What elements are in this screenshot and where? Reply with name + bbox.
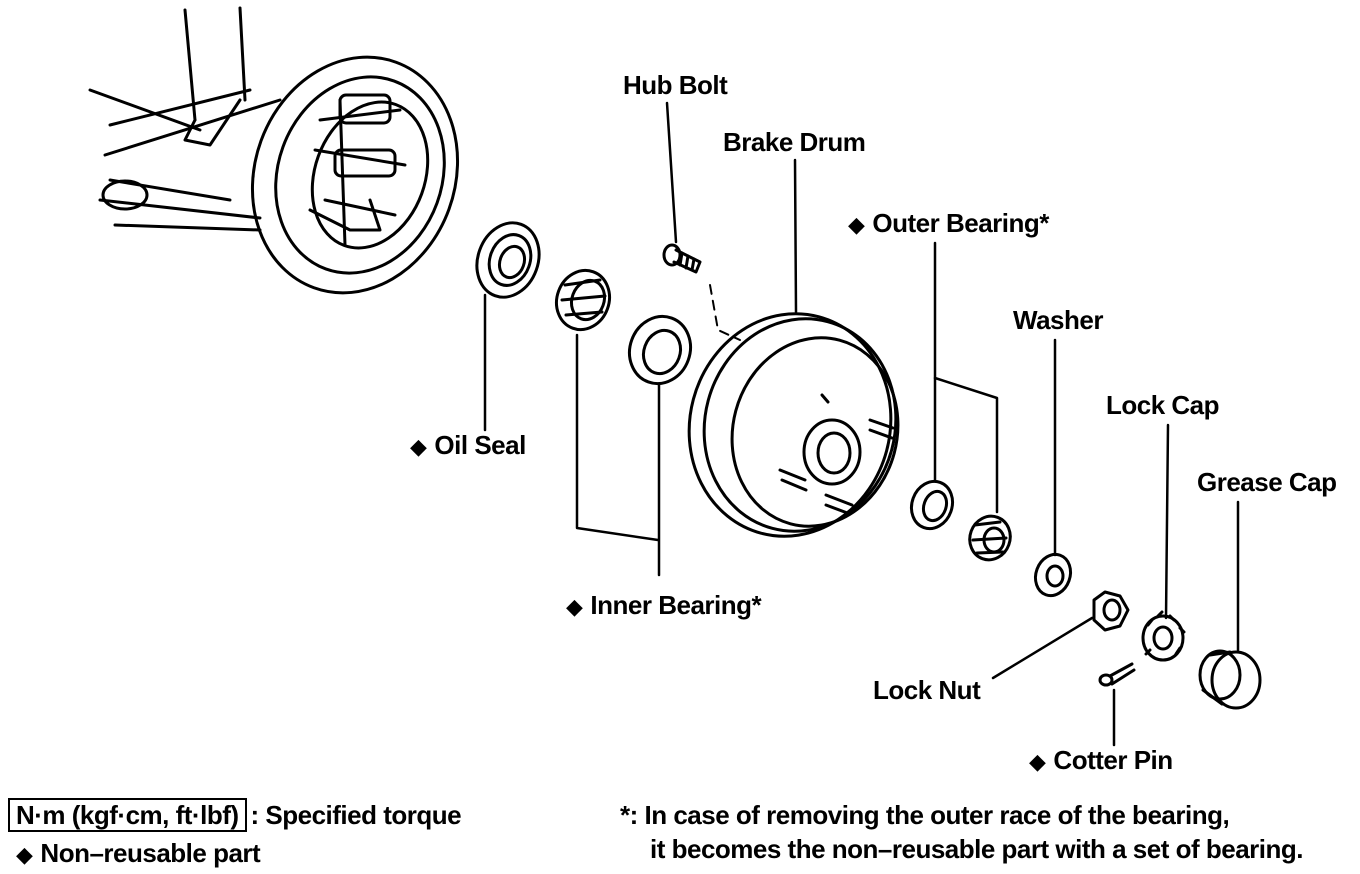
torque-description: : Specified torque — [250, 800, 462, 830]
legend-non-reusable: Non–reusable part — [16, 838, 260, 869]
label-lock-cap: Lock Cap — [1106, 390, 1220, 420]
label-grease-cap: Grease Cap — [1197, 467, 1337, 497]
outer-bearing-part — [968, 514, 1012, 562]
brake-drum-part — [687, 312, 900, 538]
torque-unit-box: N·m (kgf·cm, ft·lbf) — [8, 798, 247, 832]
hub-bolt-part — [662, 243, 702, 274]
legend-torque: N·m (kgf·cm, ft·lbf): Specified torque — [8, 798, 462, 832]
note-line-2: it becomes the non–reusable part with a … — [650, 834, 1303, 864]
label-outer-bearing: Outer Bearing* — [848, 208, 1049, 239]
label-inner-bearing: Inner Bearing* — [566, 590, 761, 621]
inner-race-part — [628, 314, 692, 386]
label-brake-drum: Brake Drum — [723, 127, 866, 157]
inner-bearing-part — [555, 268, 611, 332]
outer-race-part — [909, 479, 955, 531]
oil-seal-part — [475, 221, 541, 299]
lock-nut-part — [1092, 590, 1130, 632]
label-cotter-pin: Cotter Pin — [1029, 745, 1173, 776]
label-hub-bolt: Hub Bolt — [623, 70, 728, 100]
cotter-pin-part — [1098, 662, 1136, 687]
leader-lines — [483, 101, 1240, 747]
grease-cap-part — [1198, 649, 1262, 710]
note-line-1: *: In case of removing the outer race of… — [620, 800, 1230, 830]
washer-part — [1033, 552, 1073, 598]
label-washer: Washer — [1013, 305, 1103, 335]
backing-plate-assembly — [88, 6, 460, 295]
label-oil-seal: Oil Seal — [410, 430, 526, 461]
lock-cap-part — [1141, 610, 1186, 662]
label-lock-nut: Lock Nut — [873, 675, 981, 705]
